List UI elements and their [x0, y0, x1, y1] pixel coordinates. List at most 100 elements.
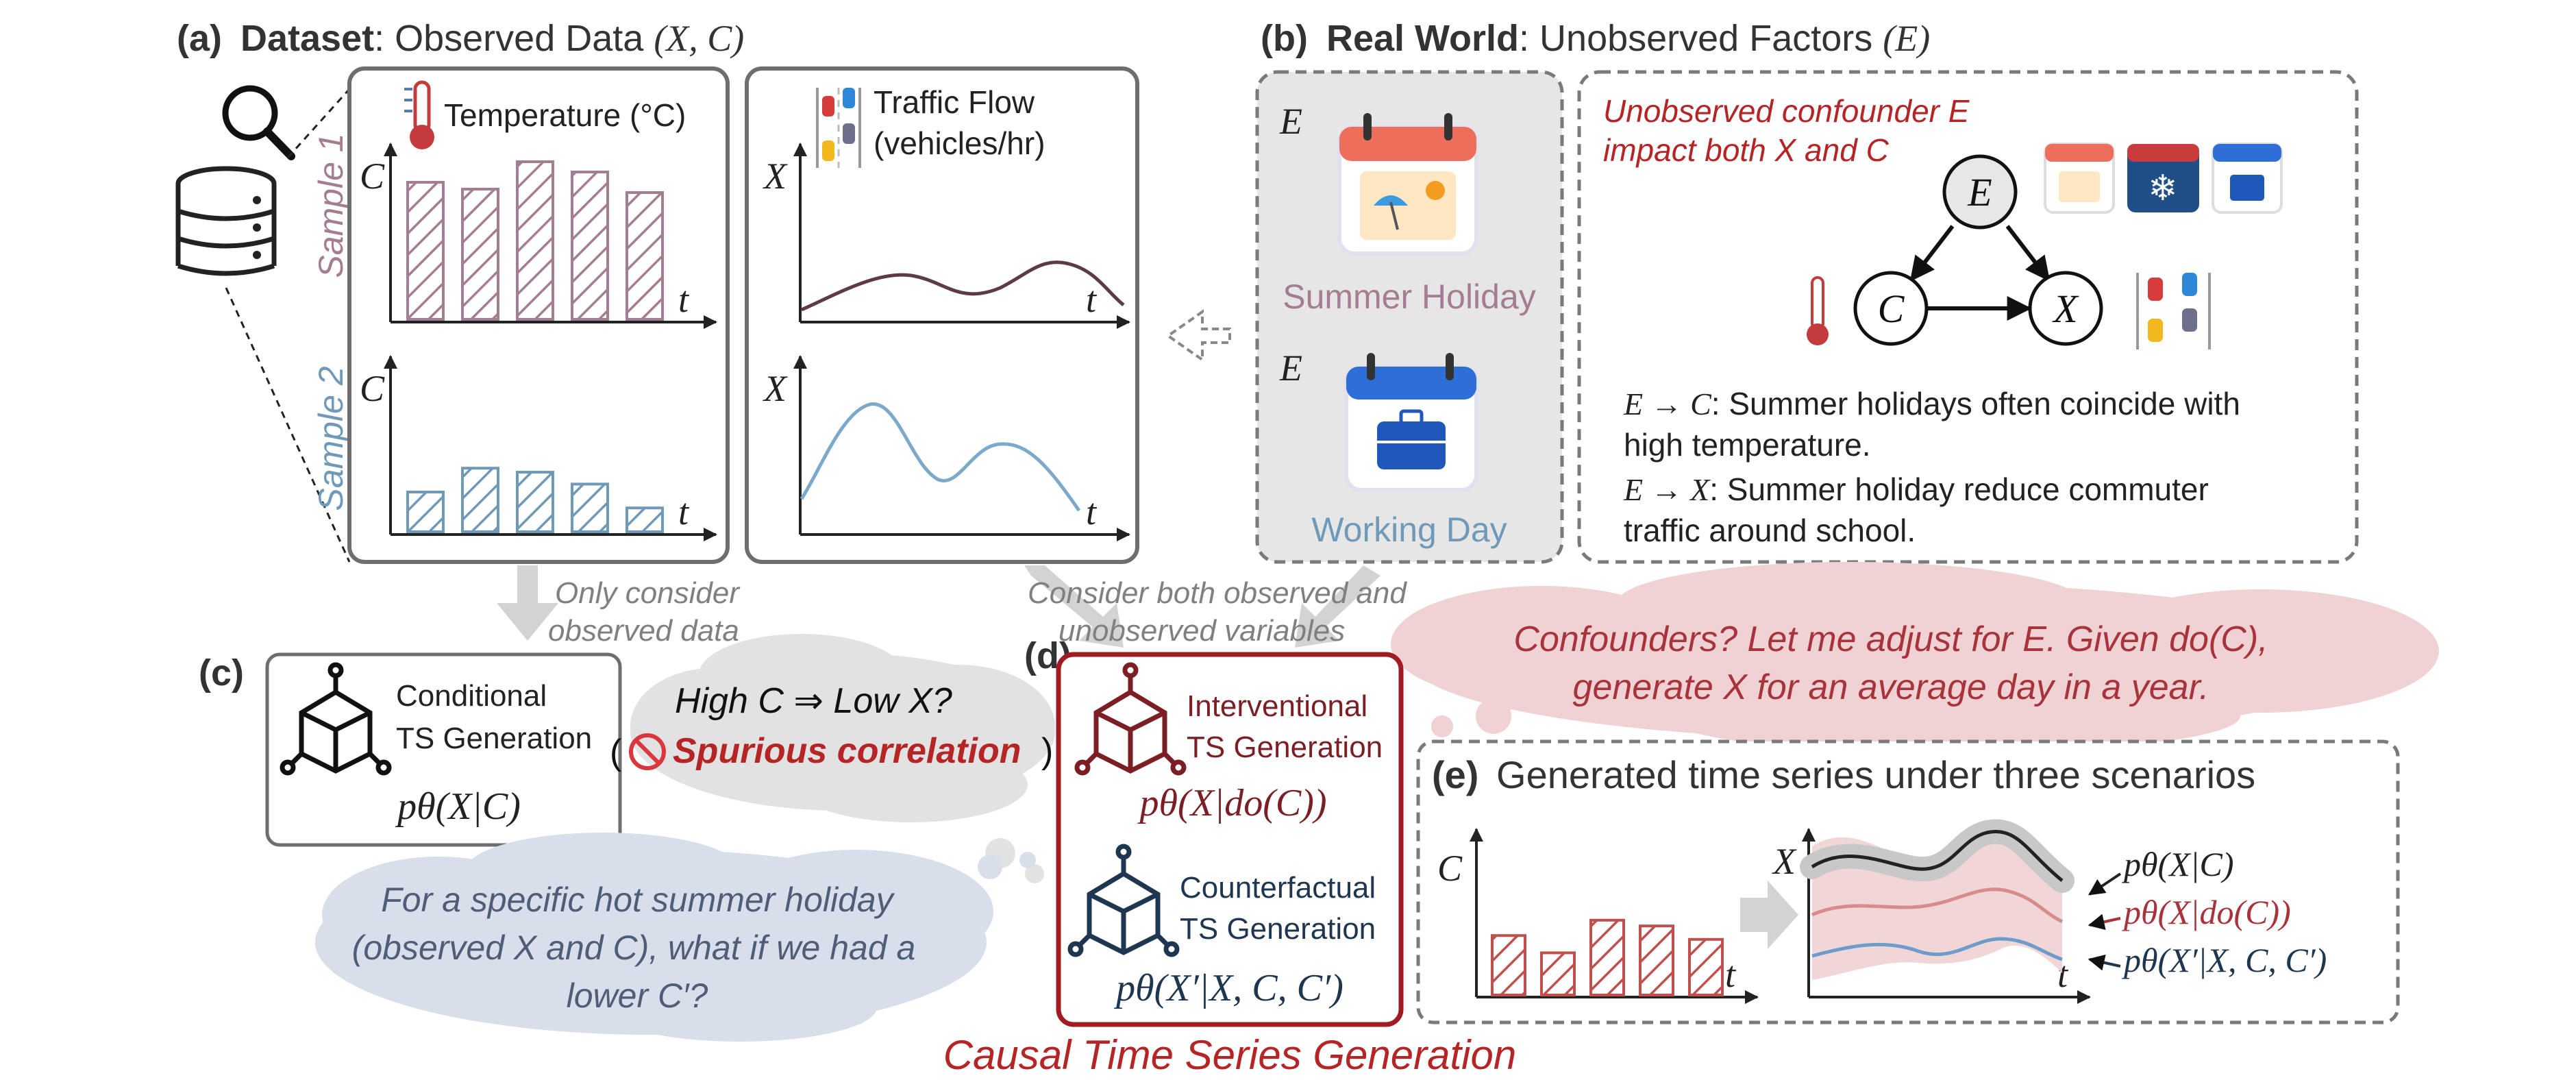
panel-a: (a) Dataset: Observed Data (X, C) Sample…	[175, 18, 1139, 564]
e-label-2: E	[1279, 347, 1302, 389]
traffic-icon	[816, 88, 861, 168]
traffic-curve-sample-2	[800, 402, 1081, 512]
ex-text: : Summer holiday reduce commuter	[1709, 471, 2209, 507]
counterfactual-cube-icon	[1067, 844, 1180, 957]
svg-text:): )	[1041, 731, 1053, 771]
thought-line-1: High C ⇒ Low X?	[675, 681, 952, 721]
panel-e-bars	[1491, 918, 1724, 997]
confounder-bubble-line-1: Confounders? Let me adjust for E. Given …	[1513, 619, 2268, 659]
panel-e: (e) Generated time series under three sc…	[1416, 739, 2400, 1024]
sample-2-bars	[406, 467, 664, 534]
sample-1-label: Sample 1	[312, 133, 350, 278]
interventional-line-1: Interventional	[1187, 689, 1367, 723]
bar	[516, 160, 554, 321]
conditional-line-2: TS Generation	[396, 722, 592, 755]
svg-text:E → C: Summer holidays often c: E → C: Summer holidays often coincide wi…	[1623, 386, 2240, 421]
ec-text: : Summer holidays often coincide with	[1711, 386, 2240, 421]
traffic-label-2: (vehicles/hr)	[874, 125, 1045, 161]
panel-a-letter: (a)	[177, 18, 222, 59]
thermometer-icon	[404, 80, 434, 149]
confounder-line-1: Unobserved confounder E	[1603, 93, 1970, 129]
spurious-correlation-label: Spurious correlation	[673, 731, 1021, 771]
node-x	[2028, 271, 2103, 346]
s2-axis-t: t	[678, 491, 690, 532]
consider-both-line-2: unobserved variables	[1058, 614, 1345, 648]
ex-text-2: traffic around school.	[1624, 513, 1916, 548]
bar	[461, 467, 499, 534]
calendar-box	[1255, 70, 1564, 564]
bubble-line-2: (observed X and C), what if we had a	[352, 929, 916, 967]
bar	[1589, 918, 1625, 997]
bubble-line-1: For a specific hot summer holiday	[381, 881, 895, 919]
counterfactual-question-bubble	[315, 833, 1036, 1042]
causal-generation-box	[1056, 652, 1404, 1027]
conditional-curve	[1811, 830, 2064, 882]
bar	[571, 482, 609, 534]
dashed-arrow-b-to-a	[1165, 309, 1231, 363]
bar	[571, 171, 609, 321]
bar	[406, 181, 445, 321]
panel-b-title-math: (E)	[1883, 18, 1930, 59]
e-label-1: E	[1279, 101, 1302, 142]
legend-counterfactual: pθ(X′|X, C, C′)	[2122, 941, 2327, 979]
panel-b-title-rest: : Unobserved Factors	[1519, 18, 1883, 59]
cube-network-icon	[280, 662, 392, 776]
panel-c: (c) Conditional TS Generation pθ(X|C) Hi…	[199, 634, 1055, 1042]
target-box	[745, 66, 1139, 564]
causal-ts-caption: Causal Time Series Generation	[943, 1032, 1517, 1078]
panel-e-letter: (e)	[1432, 753, 1478, 796]
bar	[1540, 951, 1576, 997]
panel-e-title: Generated time series under three scenar…	[1496, 753, 2255, 796]
bar	[516, 471, 554, 533]
arrow-a-to-c	[497, 565, 558, 641]
arrow-b-to-d	[1295, 565, 1380, 648]
traffic-small-icon	[2136, 273, 2211, 349]
ec-math: E → C	[1623, 386, 1712, 421]
node-e-label: E	[1967, 170, 1992, 214]
panel-a-title-bold: Dataset	[240, 18, 374, 59]
s2-axis-t2: t	[1086, 491, 1098, 532]
traffic-curve-sample-1	[800, 260, 1125, 312]
s1-axis-x: X	[763, 156, 788, 197]
sample-2-label: Sample 2	[312, 366, 350, 511]
thermometer-small-icon	[1807, 276, 1829, 345]
ex-math: E → X	[1623, 472, 1711, 507]
bar	[1639, 924, 1674, 996]
s1-axis-t: t	[678, 279, 690, 320]
only-consider-line-1: Only consider	[555, 576, 741, 610]
panel-b-letter: (b)	[1261, 18, 1308, 59]
confounder-line-2: impact both X and C	[1603, 132, 1890, 168]
panel-a-title-math: (X, C)	[654, 18, 744, 59]
summer-calendar-icon	[1337, 113, 1478, 256]
s2-axis-x: X	[763, 368, 788, 409]
s1-axis-c: C	[360, 156, 385, 197]
svg-text:(: (	[610, 733, 622, 772]
svg-text:(a) Dataset: Observed Da: (a) Dataset: Observed Data (X, C)	[177, 18, 744, 59]
summer-holiday-label: Summer Holiday	[1283, 278, 1536, 316]
confounder-bubble-line-2: generate X for an average day in a year.	[1573, 667, 2209, 707]
interventional-curve	[1811, 887, 2064, 924]
svg-text:E → X: Summer holiday reduce c: E → X: Summer holiday reduce commuter	[1623, 471, 2209, 507]
temperature-label: Temperature (°C)	[444, 97, 686, 133]
e-axis-t: t	[1725, 954, 1737, 995]
counterfactual-formula: pθ(X′|X, C, C′)	[1113, 967, 1343, 1009]
database-icon	[175, 166, 277, 276]
panel-e-arrow	[1740, 881, 1798, 949]
ec-text-2: high temperature.	[1624, 427, 1871, 463]
e-axis-c: C	[1437, 848, 1463, 889]
svg-text:(b) Real World: Unobserv: (b) Real World: Unobserved Factors (E)	[1261, 18, 1930, 59]
node-c	[1853, 271, 1929, 346]
confounder-bubble	[1391, 562, 2439, 754]
s2-axis-c: C	[360, 368, 385, 409]
only-consider-line-2: observed data	[548, 614, 739, 648]
workday-calendar-icon	[1344, 353, 1478, 492]
bar	[461, 188, 499, 321]
traffic-label-1: Traffic Flow	[874, 84, 1035, 120]
panel-c-letter: (c)	[199, 652, 244, 694]
legend-conditional: pθ(X|C)	[2122, 845, 2234, 883]
prohibited-icon	[629, 733, 666, 770]
interventional-formula: pθ(X|do(C))	[1137, 782, 1326, 824]
sample-1-bars	[406, 160, 664, 321]
